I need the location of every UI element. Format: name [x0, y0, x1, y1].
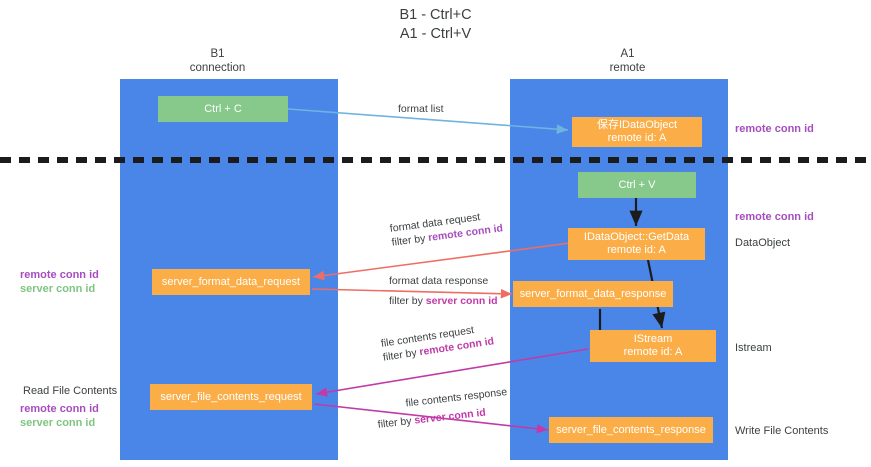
column-a1-role: remote — [609, 61, 646, 74]
arrow-format-data-response — [311, 288, 513, 299]
title-line-2: A1 - Ctrl+V — [399, 26, 472, 42]
box-istream[interactable]: IStream remote id: A — [590, 330, 716, 362]
column-a1-name: A1 — [620, 48, 635, 60]
label-read-file-contents: Read File Contents — [23, 385, 118, 397]
label-file-server-conn-id: server conn id — [20, 416, 96, 429]
box-server-file-contents-request-label: server_file_contents_request — [160, 390, 302, 403]
column-header-a1: A1 remote — [565, 48, 690, 75]
filter-key-server-conn-id-1: server conn id — [425, 295, 498, 307]
diagram-title: B1 - Ctrl+C A1 - Ctrl+V — [0, 6, 871, 44]
label-istream: Istream — [735, 342, 772, 354]
filter-prefix-2: filter by — [389, 295, 426, 307]
label-remote-conn-id-mid: remote conn id — [735, 211, 814, 223]
box-istream-label: IStream remote id: A — [623, 333, 683, 358]
box-server-format-data-response-label: server_format_data_response — [519, 287, 667, 300]
arrow-file-contents-response — [313, 403, 549, 434]
title-line-1: B1 - Ctrl+C — [399, 7, 472, 23]
box-ctrl-v[interactable]: Ctrl + V — [578, 172, 696, 198]
box-idataobject-getdata[interactable]: IDataObject::GetData remote id: A — [568, 228, 705, 260]
column-b1-name: B1 — [210, 48, 225, 60]
edge-label-format-list: format list — [398, 103, 444, 115]
arrow-format-list — [274, 107, 569, 134]
edge-label-format-data-response-line1: format data response — [389, 275, 489, 287]
label-file-remote-conn-id: remote conn id — [20, 403, 99, 415]
box-server-file-contents-response[interactable]: server_file_contents_response — [549, 417, 713, 443]
label-format-remote-conn-id: remote conn id — [20, 269, 99, 281]
box-server-file-contents-request[interactable]: server_file_contents_request — [150, 384, 312, 410]
box-server-format-data-request-label: server_format_data_request — [161, 275, 301, 288]
label-format-server-conn-id: server conn id — [20, 282, 96, 295]
edge-label-format-data-response-line2: filter by server conn id — [389, 294, 498, 308]
label-dataobject: DataObject — [735, 237, 791, 249]
label-file-conn-ids: remote conn id server conn id — [20, 403, 99, 430]
box-idataobject-getdata-label: IDataObject::GetData remote id: A — [583, 231, 690, 256]
box-ctrl-c-label: Ctrl + C — [204, 102, 242, 115]
section-divider — [0, 157, 871, 163]
column-header-b1: B1 connection — [155, 48, 280, 75]
arrow-file-contents-request — [315, 348, 589, 397]
label-remote-conn-id-top: remote conn id — [735, 123, 814, 135]
edge-label-format-data-response: format data response filter by server co… — [389, 274, 498, 308]
box-save-idataobject-label: 保存IDataObject remote id: A — [596, 119, 678, 144]
arrow-format-data-request — [312, 242, 571, 281]
label-format-conn-ids: remote conn id server conn id — [20, 269, 99, 296]
box-server-file-contents-response-label: server_file_contents_response — [556, 423, 706, 436]
box-server-format-data-response[interactable]: server_format_data_response — [513, 281, 673, 307]
box-ctrl-c[interactable]: Ctrl + C — [158, 96, 288, 122]
box-ctrl-v-label: Ctrl + V — [618, 178, 656, 191]
label-write-file-contents: Write File Contents — [735, 425, 829, 437]
box-server-format-data-request[interactable]: server_format_data_request — [152, 269, 310, 295]
column-b1-role: connection — [189, 61, 246, 74]
box-save-idataobject[interactable]: 保存IDataObject remote id: A — [572, 117, 702, 147]
